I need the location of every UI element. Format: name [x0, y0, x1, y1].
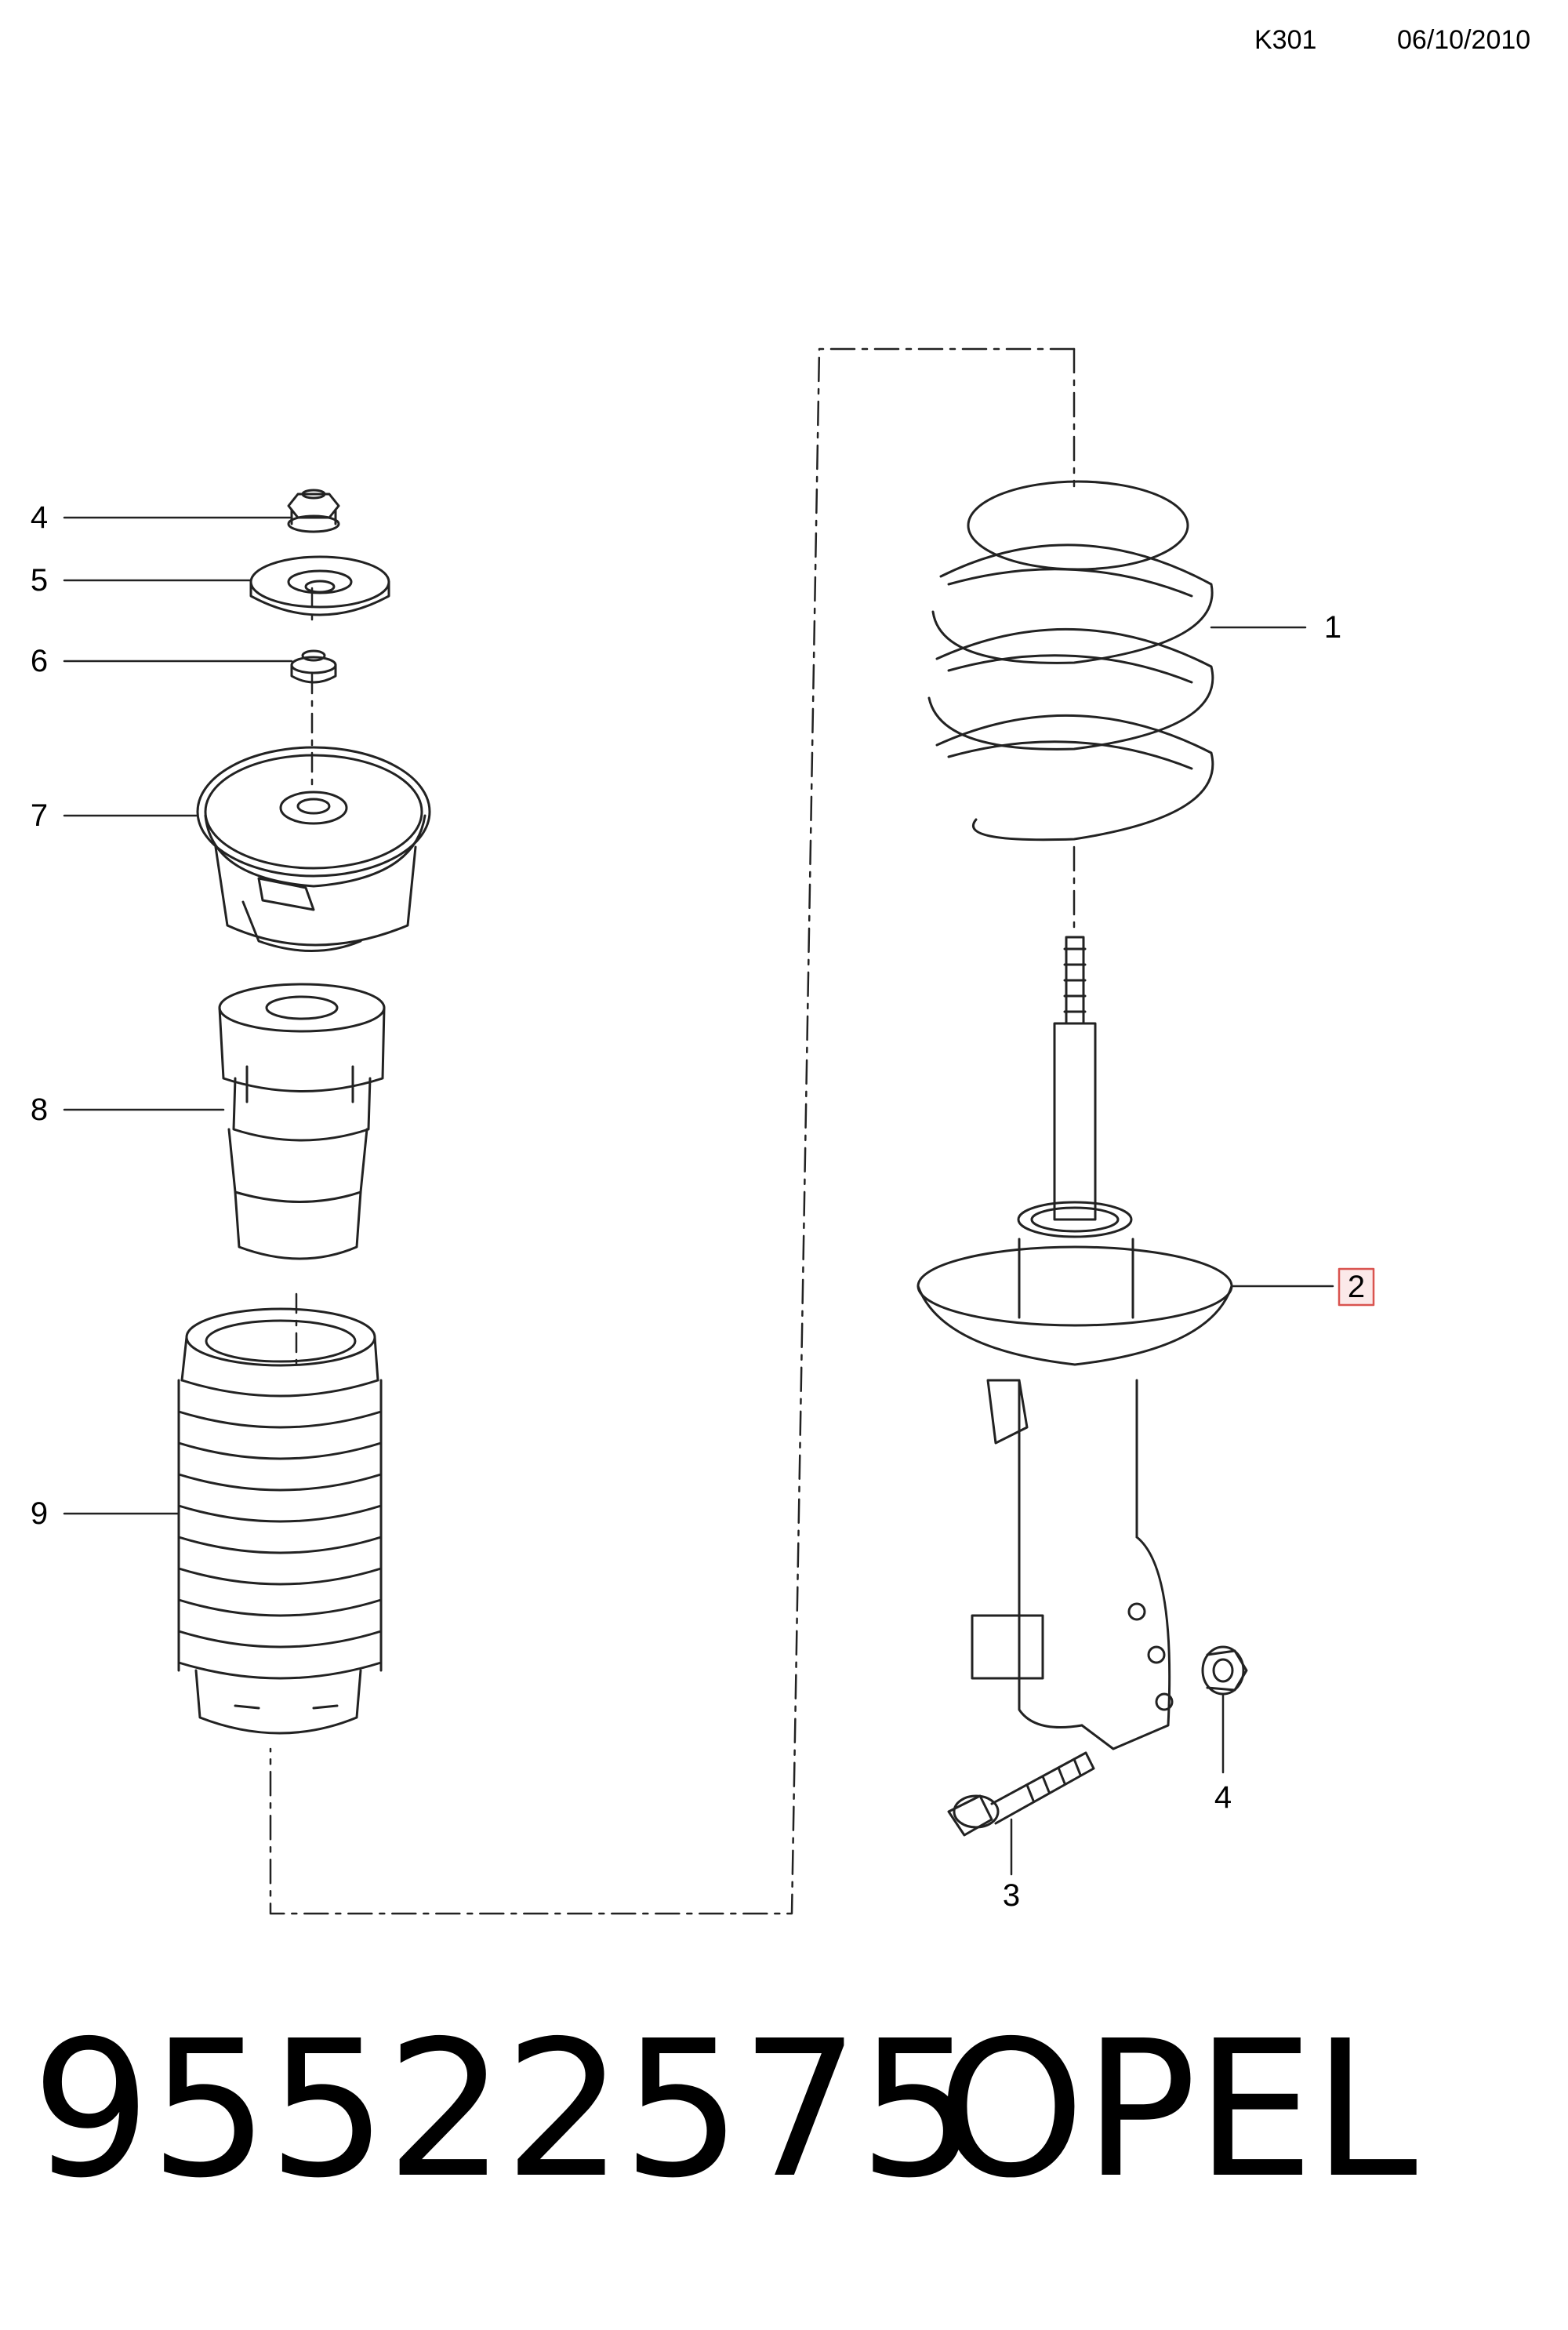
strut-mount-part — [196, 746, 431, 952]
callout-3: 3 — [1003, 1878, 1020, 1913]
callout-6: 6 — [31, 644, 48, 678]
callout-4-right: 4 — [1214, 1780, 1232, 1815]
bump-stop-part — [218, 983, 386, 1260]
callout-9: 9 — [31, 1496, 48, 1531]
callout-7: 7 — [31, 798, 48, 833]
callout-2[interactable]: 2 — [1348, 1270, 1365, 1304]
coil-spring-part — [927, 480, 1214, 841]
mount-axis-line — [295, 587, 314, 1366]
top-washer-part — [249, 555, 390, 616]
callout-2-highlight — [1338, 1267, 1375, 1307]
callout-4-left: 4 — [31, 500, 48, 535]
dust-boot-part — [177, 1307, 383, 1735]
callout-1: 1 — [1324, 610, 1341, 645]
bolt-part — [947, 1751, 1095, 1837]
assembly-connection-line — [269, 347, 1076, 1915]
flange-nut-right-part — [1201, 1645, 1248, 1696]
flange-nut-part — [287, 489, 340, 533]
callout-5: 5 — [31, 563, 48, 598]
leader-lines — [63, 516, 1334, 1876]
callout-8: 8 — [31, 1092, 48, 1127]
small-nut-part — [290, 649, 337, 684]
callout-labels: 4 5 6 7 8 9 1 2 3 4 — [31, 500, 1365, 1913]
diagram-date: 06/10/2010 — [1397, 25, 1531, 55]
part-number: 95522575 — [31, 2000, 978, 2219]
strut-assembly-part — [916, 936, 1233, 1750]
diagram-code: K301 — [1254, 25, 1317, 55]
brand-name: OPEL — [937, 2000, 1417, 2219]
